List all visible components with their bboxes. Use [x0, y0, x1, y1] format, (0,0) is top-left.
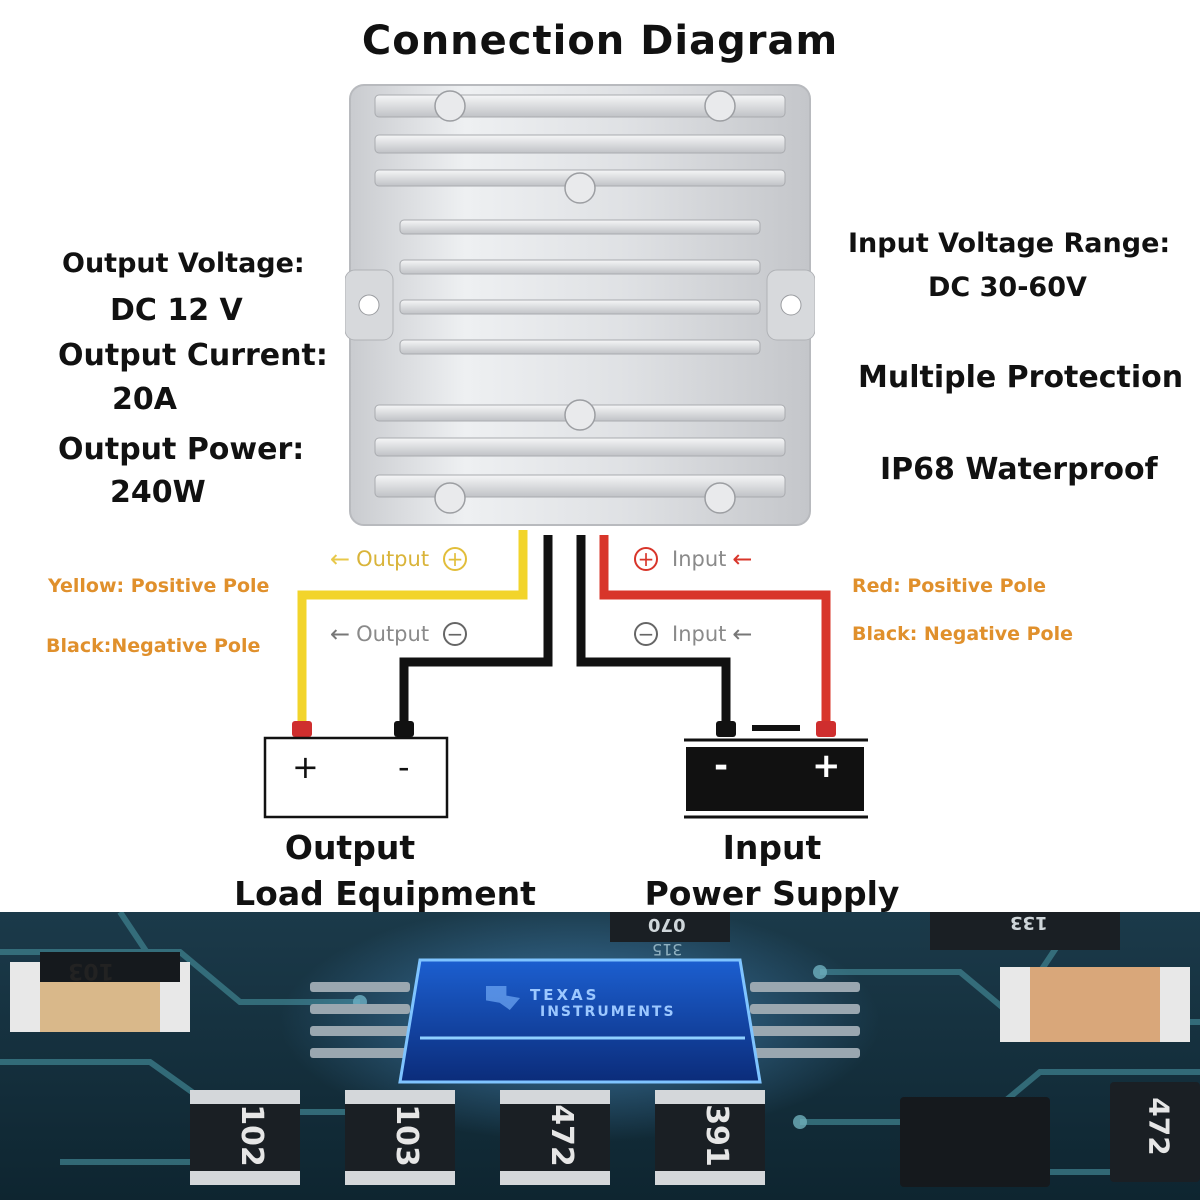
load-positive-terminal: [292, 721, 312, 737]
plus-circle-icon: +: [634, 547, 658, 571]
chip-brand-line2: INSTRUMENTS: [540, 1004, 676, 1020]
arrow-left-icon: ←: [732, 545, 753, 573]
wiring-diagram: [263, 530, 868, 819]
multiple-protection: Multiple Protection: [858, 360, 1184, 395]
resistor-label: 315: [652, 940, 683, 959]
black-input-wire: [576, 535, 731, 725]
output-voltage-value: DC 12 V: [110, 293, 243, 328]
load-equipment-box: [263, 736, 449, 819]
diagram-title: Connection Diagram: [361, 18, 839, 64]
battery: [686, 747, 864, 811]
output-current-label: Output Current:: [58, 338, 328, 373]
black-negative-note-right: Black: Negative Pole: [852, 623, 1073, 645]
output-negative-text: Output: [356, 622, 430, 646]
resistor-label: 102: [233, 1104, 269, 1167]
input-caption-line2: Power Supply: [644, 874, 900, 913]
plus-circle-icon: +: [443, 547, 468, 571]
battery-negative-terminal: [716, 721, 736, 737]
resistor-label: 070: [648, 914, 686, 935]
output-positive-label: ← Output +: [330, 545, 468, 573]
resistor-label: 391: [698, 1104, 734, 1167]
yellow-wire: [297, 530, 528, 725]
resistor-label: 103: [388, 1104, 424, 1167]
input-caption-line1: Input: [722, 828, 822, 867]
black-negative-note-left: Black:Negative Pole: [46, 635, 261, 657]
output-current-value: 20A: [112, 382, 177, 417]
resistor-label: 133: [1010, 912, 1048, 933]
load-minus-sign: -: [398, 748, 410, 786]
ip68-waterproof: IP68 Waterproof: [880, 452, 1158, 487]
red-positive-note: Red: Positive Pole: [852, 575, 1046, 597]
minus-circle-icon: −: [634, 622, 658, 646]
output-voltage-label: Output Voltage:: [62, 248, 305, 279]
load-negative-terminal: [394, 721, 414, 737]
output-power-value: 240W: [110, 475, 206, 510]
output-power-label: Output Power:: [58, 432, 305, 467]
chip-brand-line1: TEXAS: [530, 986, 600, 1004]
black-output-wire: [399, 535, 553, 725]
output-caption-line1: Output: [284, 828, 416, 867]
input-negative-label: − Input ←: [634, 620, 753, 648]
input-voltage-value: DC 30-60V: [928, 272, 1087, 303]
resistor-label: 472: [543, 1104, 579, 1167]
output-positive-text: Output: [356, 547, 430, 571]
resistor-label: 103: [68, 958, 114, 983]
converter-module: [345, 84, 815, 526]
resistor-label: 472: [1142, 1097, 1176, 1156]
ti-chip: [398, 958, 762, 1084]
input-positive-label: + Input ←: [634, 545, 753, 573]
arrow-left-icon: ←: [732, 620, 753, 648]
pcb-background: [0, 912, 1200, 1200]
yellow-positive-note: Yellow: Positive Pole: [48, 575, 270, 597]
battery-minus-sign: -: [714, 746, 729, 786]
output-caption-line2: Load Equipment: [234, 874, 536, 913]
battery-positive-terminal: [816, 721, 836, 737]
red-wire: [599, 535, 831, 725]
input-negative-text: Input: [672, 622, 727, 646]
battery-plus-sign: +: [812, 746, 841, 786]
arrow-left-icon: ←: [330, 545, 351, 573]
minus-circle-icon: −: [443, 622, 468, 646]
load-plus-sign: +: [292, 748, 319, 786]
input-positive-text: Input: [672, 547, 727, 571]
arrow-left-icon: ←: [330, 620, 351, 648]
input-voltage-label: Input Voltage Range:: [848, 228, 1171, 259]
output-negative-label: ← Output −: [330, 620, 468, 648]
